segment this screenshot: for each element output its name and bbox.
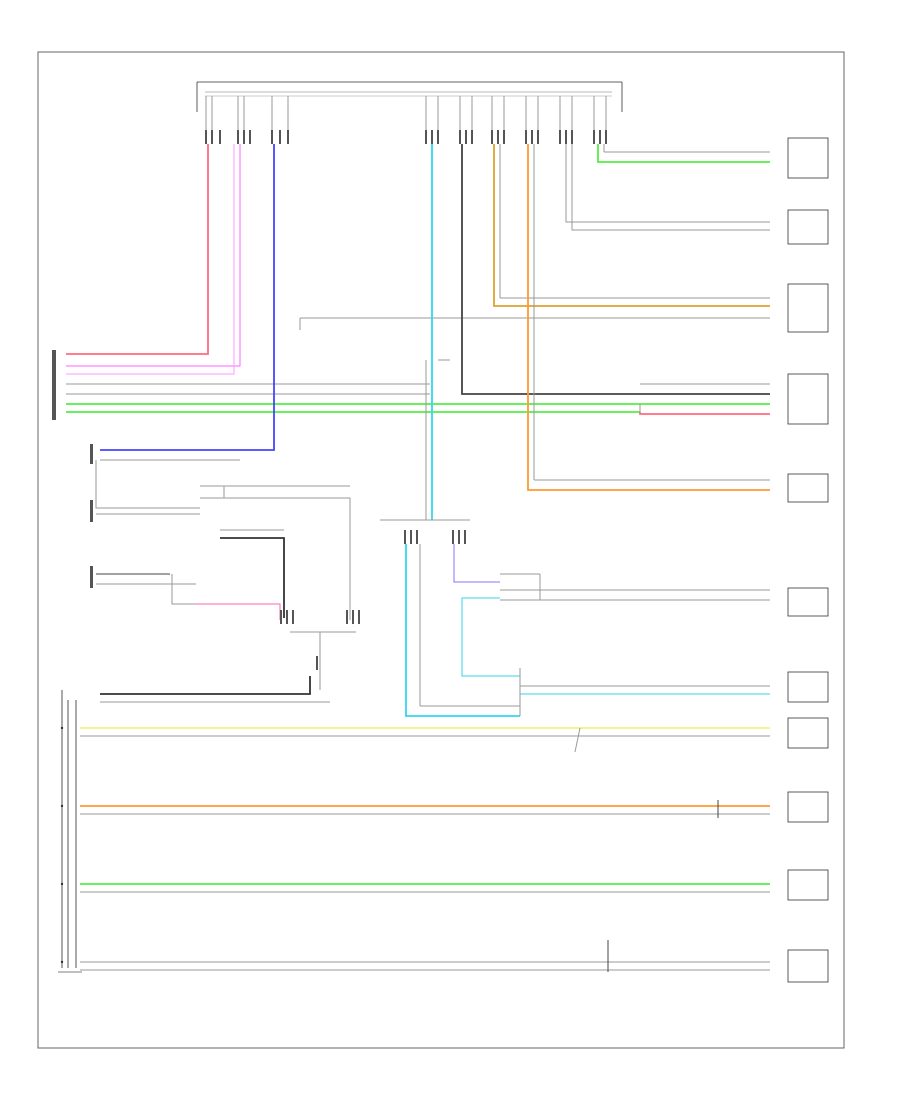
component-box-1 xyxy=(787,137,829,179)
branch-blue xyxy=(90,144,275,464)
header-drop-wires xyxy=(205,96,607,130)
component-box-6 xyxy=(787,587,829,617)
branch-gray-2 xyxy=(565,144,770,231)
component-box-4 xyxy=(787,373,829,425)
component-box-11 xyxy=(787,949,829,983)
branch-green-top xyxy=(597,144,770,163)
left-vertical-bus xyxy=(58,690,82,973)
diagram-frame xyxy=(37,51,845,1049)
branch-dark-loop xyxy=(96,529,285,618)
branch-cyan-loops xyxy=(405,544,770,717)
branch-violet xyxy=(453,544,770,601)
branch-dark xyxy=(66,144,770,395)
center-connectors xyxy=(380,519,470,544)
side-pin-marks xyxy=(60,726,64,964)
branch-red-pink xyxy=(66,144,430,385)
branch-cyan xyxy=(425,144,450,520)
component-box-8 xyxy=(787,717,829,749)
mid-left-cluster xyxy=(95,460,351,620)
branch-orange xyxy=(527,144,770,491)
component-box-10 xyxy=(787,869,829,901)
component-box-5 xyxy=(787,473,829,503)
component-box-7 xyxy=(787,671,829,703)
branch-gold xyxy=(299,144,770,330)
component-box-2 xyxy=(787,209,829,245)
component-box-9 xyxy=(787,791,829,823)
top-junction-bus xyxy=(196,81,623,112)
branch-pink-low xyxy=(196,603,281,620)
connector-low-left xyxy=(280,610,360,690)
left-terminal-stack xyxy=(52,350,56,420)
right-components xyxy=(787,137,829,983)
branch-green-long xyxy=(66,403,770,415)
bottom-runs xyxy=(80,676,770,972)
header-connector-pins xyxy=(205,130,607,144)
component-box-3 xyxy=(787,283,829,333)
